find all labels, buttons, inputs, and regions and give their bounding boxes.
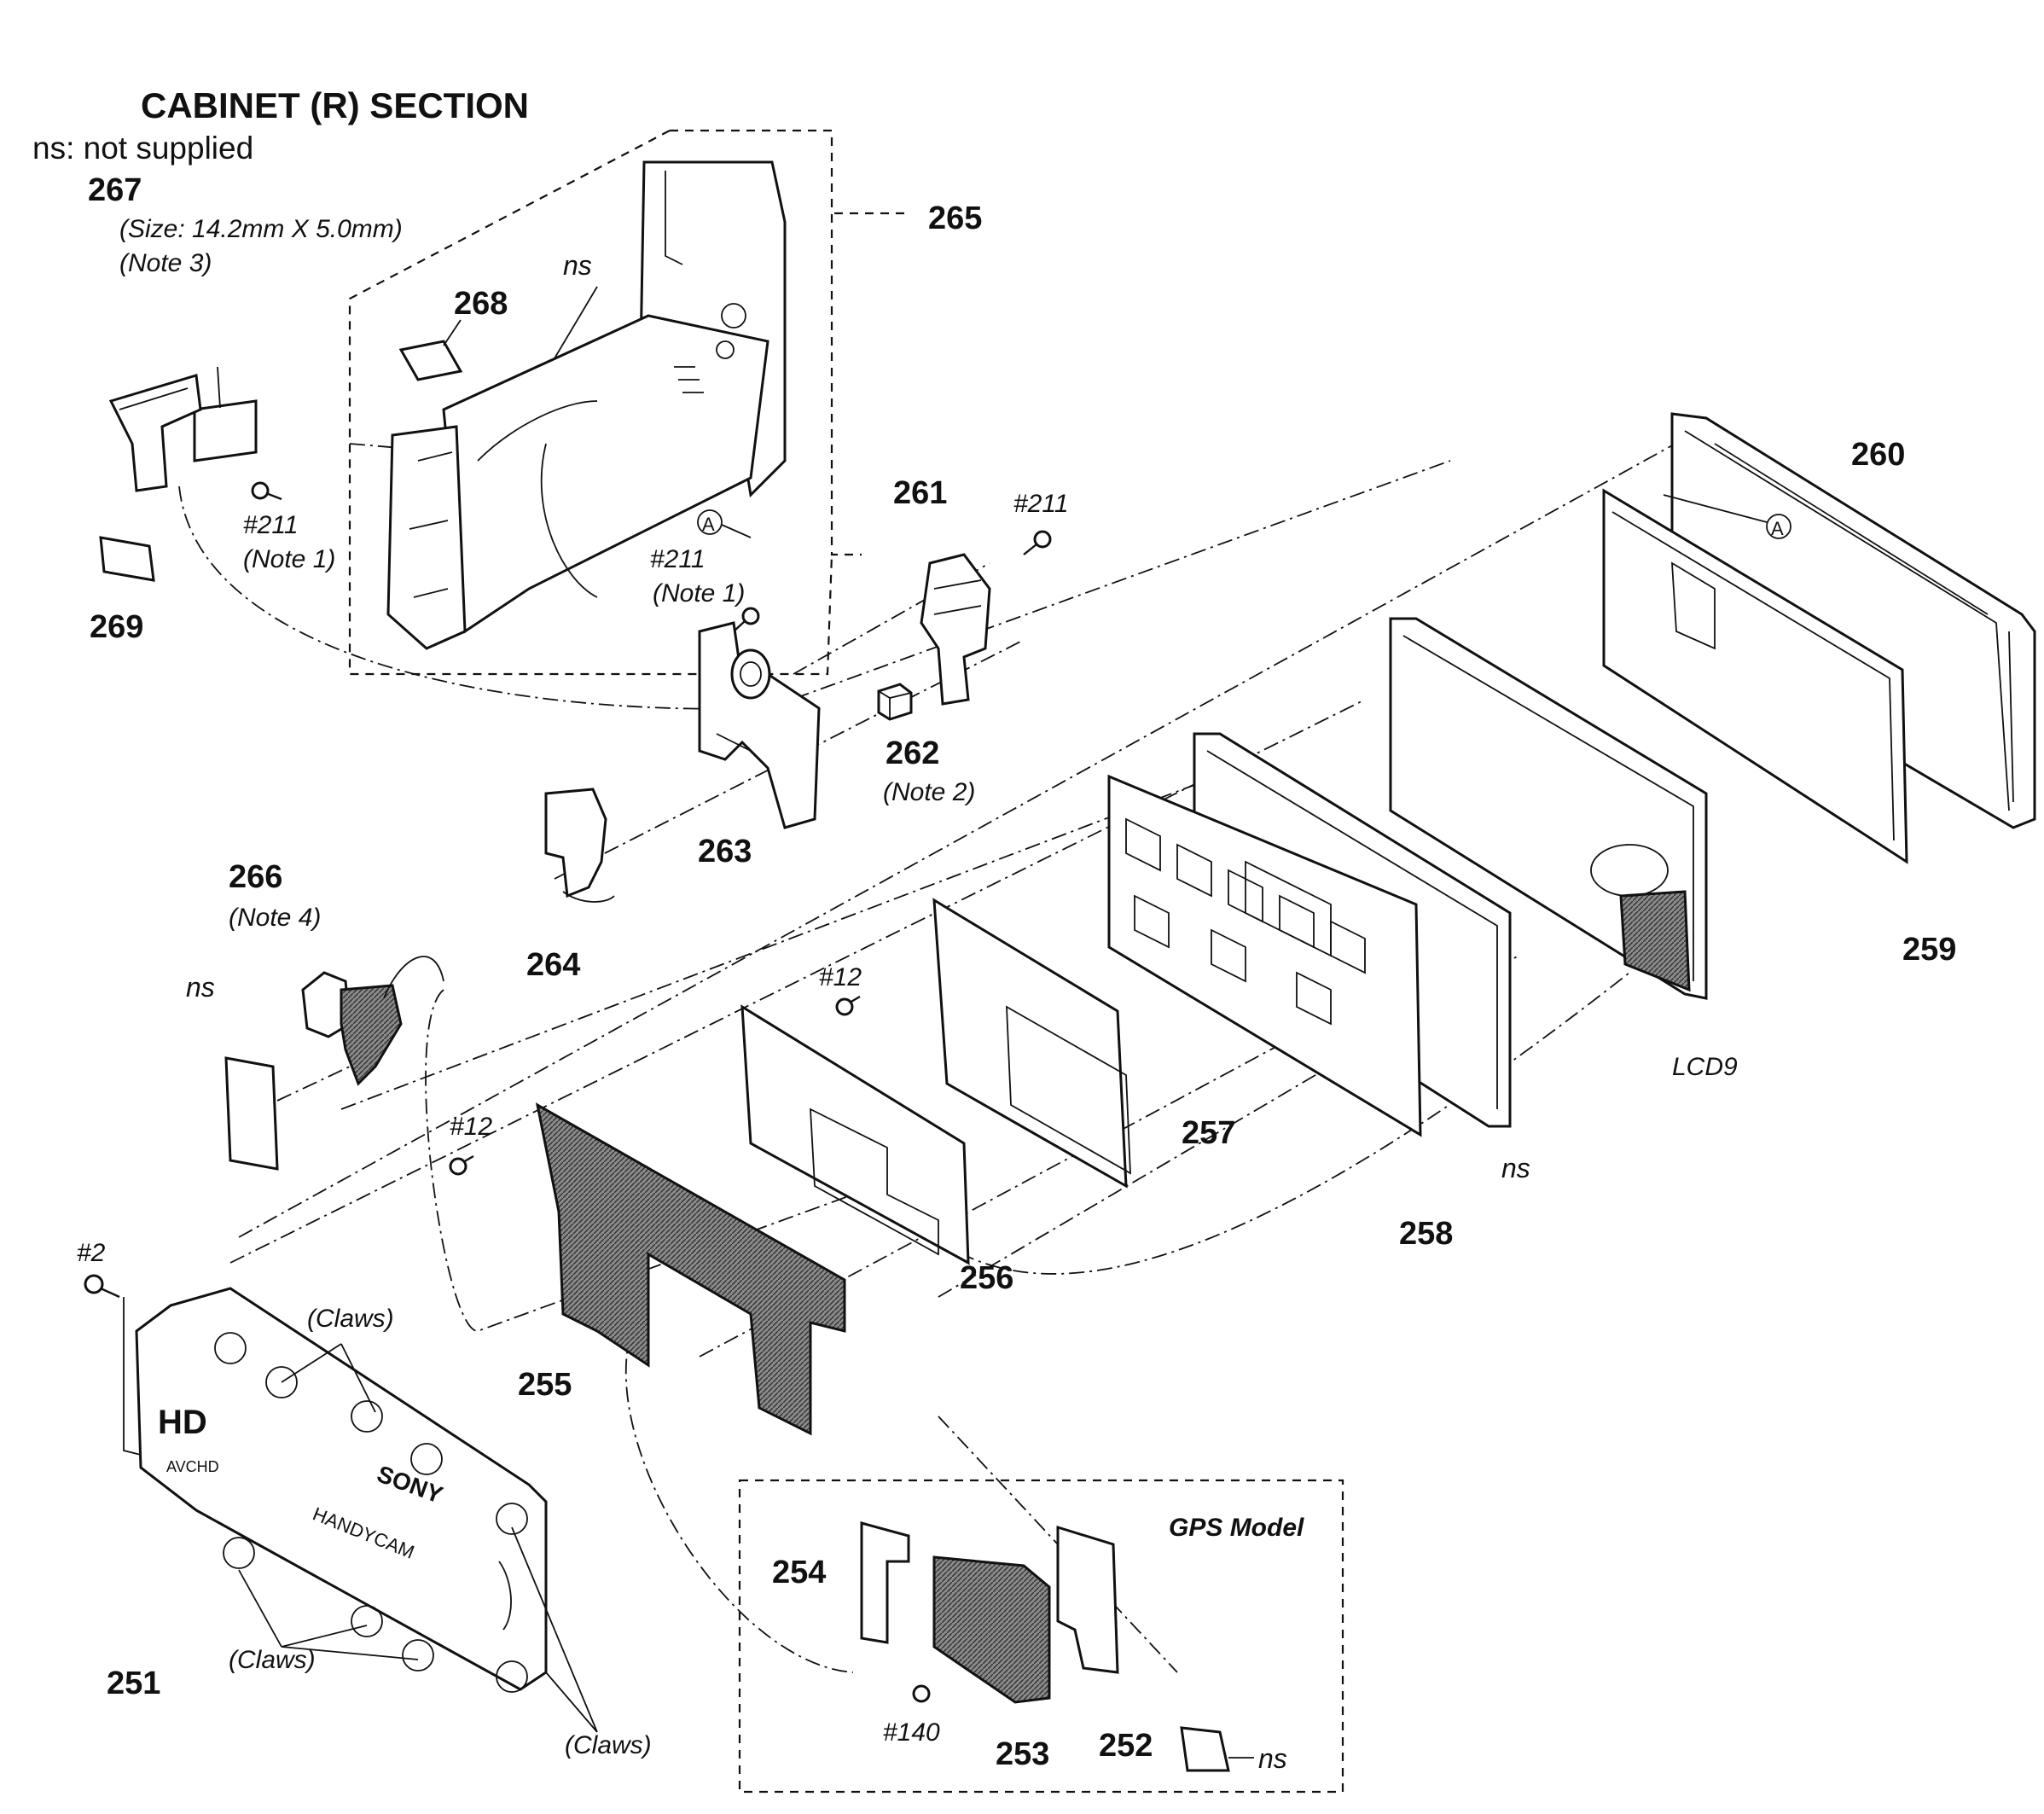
label-screw-140: #140 xyxy=(883,1718,940,1747)
gps-model-box xyxy=(738,1479,1344,1794)
claws-leaders xyxy=(238,1343,598,1733)
label-251: 251 xyxy=(107,1666,160,1701)
screw-211-c xyxy=(1023,530,1052,555)
ns-label-266: ns xyxy=(186,972,215,1003)
label-267: 267 xyxy=(88,172,142,208)
label-252: 252 xyxy=(1099,1728,1153,1764)
part-253-gps-module xyxy=(932,1555,1051,1704)
note-262: (Note 2) xyxy=(883,778,975,806)
part-257-sheet xyxy=(932,898,1131,1189)
label-262: 262 xyxy=(886,735,939,771)
note-266: (Note 4) xyxy=(229,904,321,932)
part-261-bracket xyxy=(920,553,991,706)
ref-marker-a-right: A xyxy=(1663,494,1791,539)
part-259-panel xyxy=(1602,488,1908,864)
screw-211-b xyxy=(733,607,760,632)
cover-logo-hd: HD xyxy=(158,1404,207,1441)
label-lcd9: LCD9 xyxy=(1672,1053,1738,1081)
ns-legend: ns: not supplied xyxy=(32,131,253,166)
note-211-b: (Note 1) xyxy=(653,579,745,608)
part-265-frame-assembly xyxy=(386,160,787,650)
label-264: 264 xyxy=(526,947,580,983)
label-screw-211-b: #211 xyxy=(650,545,706,573)
part-266-switch xyxy=(301,956,444,1086)
ns-label-gps: ns xyxy=(1258,1743,1287,1774)
part-260-frame xyxy=(1670,412,2036,829)
svg-text:A: A xyxy=(1771,518,1784,539)
part-267-sheet xyxy=(193,366,258,462)
part-265-dashed-box xyxy=(348,129,909,676)
label-254: 254 xyxy=(772,1555,826,1590)
cover-logo-avchd: AVCHD xyxy=(166,1458,219,1475)
label-263: 263 xyxy=(698,834,752,869)
claws-label-top: (Claws) xyxy=(307,1305,394,1333)
part-lcd9-display xyxy=(1389,617,1708,1000)
label-269: 269 xyxy=(90,609,143,645)
screw-140 xyxy=(912,1684,931,1703)
label-258: 258 xyxy=(1399,1216,1453,1252)
svg-text:A: A xyxy=(702,514,715,535)
screw-211-a xyxy=(251,481,282,501)
gps-model-label: GPS Model xyxy=(1169,1514,1304,1542)
ns-label-258: ns xyxy=(1501,1153,1530,1183)
label-256: 256 xyxy=(960,1260,1013,1296)
label-265: 265 xyxy=(928,201,982,236)
diagram-title: CABINET (R) SECTION xyxy=(141,85,529,125)
label-255: 255 xyxy=(518,1367,572,1403)
screw-12-a xyxy=(449,1154,474,1176)
claws-label-bottom: (Claws) xyxy=(229,1646,316,1674)
part-labels: 267 (Size: 14.2mm X 5.0mm) (Note 3) 268 … xyxy=(77,172,1956,1774)
label-screw-211-a: #211 xyxy=(243,511,299,539)
label-screw-12-b: #12 xyxy=(819,963,862,991)
label-screw-2: #2 xyxy=(77,1239,106,1267)
ref-marker-a-left: A xyxy=(697,509,752,538)
screw-2 xyxy=(84,1274,142,1456)
part-264-clip xyxy=(544,788,615,903)
part-269-sheet xyxy=(99,536,155,582)
gps-ns-block xyxy=(1180,1726,1230,1772)
label-screw-12-a: #12 xyxy=(450,1113,492,1141)
label-260: 260 xyxy=(1851,437,1905,473)
note-267-note3: (Note 3) xyxy=(119,249,212,277)
part-254-ribbon xyxy=(860,1521,910,1644)
svg-text:ns: ns xyxy=(563,250,592,281)
label-266: 266 xyxy=(229,859,282,895)
note-211-a: (Note 1) xyxy=(243,545,335,573)
note-267-size: (Size: 14.2mm X 5.0mm) xyxy=(119,215,403,243)
part-262-block xyxy=(877,683,913,721)
part-255-bracket xyxy=(535,1102,846,1436)
ns-callout-265: ns xyxy=(554,250,598,359)
part-266-ns-sheet xyxy=(224,1056,351,1171)
part-256-sheet xyxy=(740,1004,970,1265)
label-261: 261 xyxy=(893,475,947,511)
part-263-hinge xyxy=(698,621,821,829)
screw-12-b xyxy=(835,995,861,1016)
part-251-cover: HD AVCHD SONY HANDYCAM xyxy=(135,1287,548,1693)
label-253: 253 xyxy=(996,1736,1049,1772)
label-268: 268 xyxy=(454,286,508,322)
part-268-pad xyxy=(398,319,463,381)
part-252-sheet xyxy=(1056,1525,1119,1674)
part-bracket-left xyxy=(108,374,202,492)
label-screw-211-c: #211 xyxy=(1013,490,1069,518)
label-257: 257 xyxy=(1182,1115,1235,1151)
label-259: 259 xyxy=(1902,932,1956,968)
part-258-plate xyxy=(1107,774,1422,1137)
claws-label-right: (Claws) xyxy=(565,1731,652,1759)
